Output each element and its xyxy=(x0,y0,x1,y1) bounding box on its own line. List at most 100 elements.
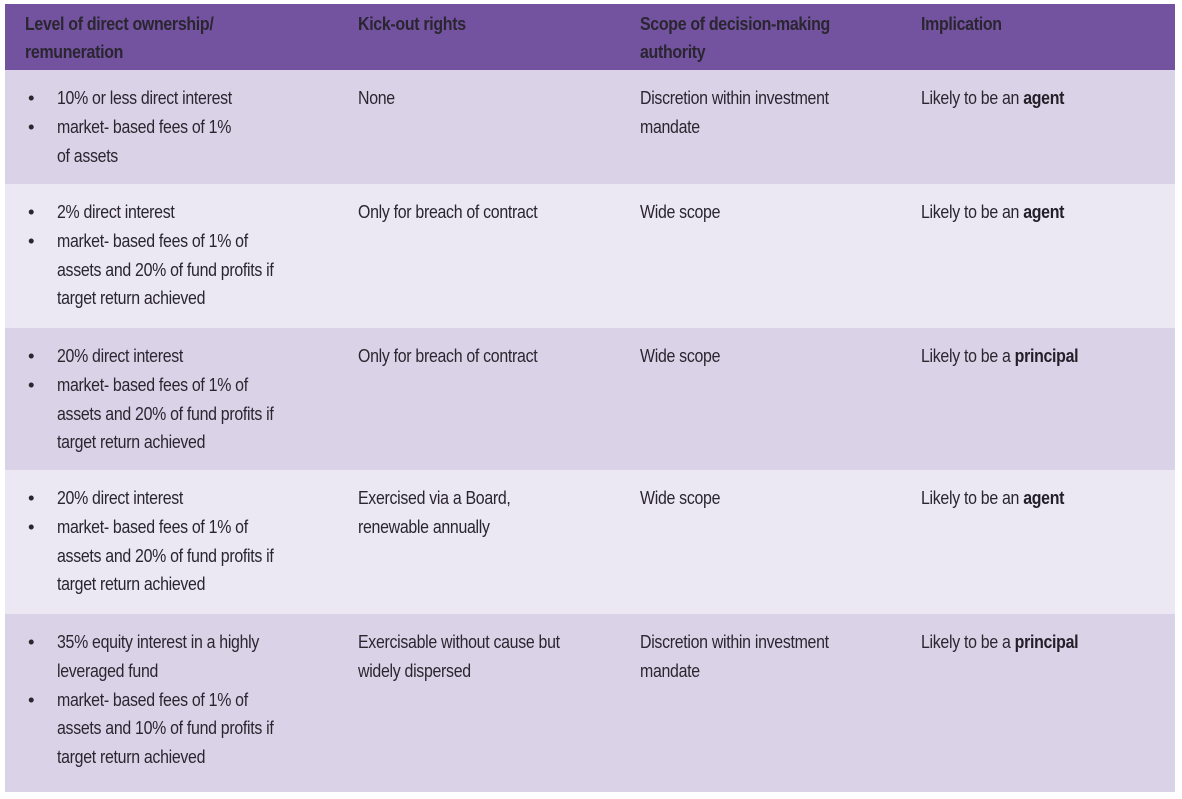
ownership-text-line: assets and 20% of fund profits if xyxy=(57,402,274,424)
cell-kick-out-rights: Only for breach of contract xyxy=(358,328,640,470)
kick-out-text-line: renewable annually xyxy=(358,515,490,537)
ownership-text-line: market- based fees of 1% of xyxy=(57,229,248,251)
ownership-text-line: 10% or less direct interest xyxy=(57,87,232,108)
cell-ownership: • 20% direct interest •market- based fees … xyxy=(5,470,358,614)
implication-prefix: Likely to be an xyxy=(921,487,1024,508)
table-row: •2% direct interest•market- based fees o… xyxy=(5,184,1175,328)
ownership-text-line: 35% equity interest in a highly xyxy=(57,631,260,652)
cell-kick-out-rights: Exercisable without cause but widely disp… xyxy=(358,614,640,792)
implication-role: agent xyxy=(1023,87,1065,108)
bullet-icon: • xyxy=(28,229,35,251)
implication-role: principal xyxy=(1014,345,1079,366)
bullet-icon: • xyxy=(28,688,35,710)
header-scope-line: Scope of decision-making xyxy=(640,13,830,34)
scope-text-line: Wide scope xyxy=(640,201,721,222)
ownership-bullet-list: •2% direct interest•market- based fees o… xyxy=(25,198,358,313)
implication-role: principal xyxy=(1014,631,1079,652)
table-header-row: Level of direct ownership/ remuneration … xyxy=(5,4,1175,70)
scope-text-line: mandate xyxy=(640,115,700,137)
principal-agent-table: Level of direct ownership/ remuneration … xyxy=(5,4,1175,792)
cell-implication: Likely to be a principal xyxy=(921,614,1175,792)
kick-out-text-line: Exercised via a Board, xyxy=(358,487,511,508)
bullet-icon: • xyxy=(28,115,35,137)
table-row: • 20% direct interest •market- based fees … xyxy=(5,470,1175,614)
cell-kick-out-rights: Exercised via a Board, renewable annually xyxy=(358,470,640,614)
implication-text: Likely to be a principal xyxy=(921,342,1139,371)
ownership-text-line: assets and 20% of fund profits if xyxy=(57,258,274,280)
kick-out-text-line: None xyxy=(358,87,395,108)
ownership-text-line: assets and 10% of fund profits if xyxy=(57,717,274,739)
cell-ownership: • 10% or less direct interest • market- bas… xyxy=(5,70,358,184)
implication-text: Likely to be an agent xyxy=(921,484,1139,513)
table-row: • 20% direct interest • market- based fees … xyxy=(5,328,1175,470)
ownership-text-line: target return achieved xyxy=(57,431,206,453)
kick-out-text-line: widely dispersed xyxy=(358,659,471,681)
cell-scope: Wide scope xyxy=(640,184,921,328)
bullet-icon: • xyxy=(28,487,35,508)
ownership-text-line: 20% direct interest xyxy=(57,487,184,508)
header-scope: Scope of decision-making authority xyxy=(640,4,921,70)
cell-implication: Likely to be an agent xyxy=(921,470,1175,614)
ownership-bullet-item: • market- based fees of 1% of assets and 2… xyxy=(25,371,357,457)
ownership-text-line: assets and 20% of fund profits if xyxy=(57,544,274,566)
bullet-icon: • xyxy=(28,345,35,366)
cell-ownership: •2% direct interest•market- based fees o… xyxy=(5,184,358,328)
header-kick-out: Kick-out rights xyxy=(358,4,640,70)
header-implication-line: Implication xyxy=(921,13,1002,34)
header-ownership-line: Level of direct ownership/ xyxy=(25,13,214,34)
bullet-icon: • xyxy=(28,201,35,222)
scope-text-line: Discretion within investment xyxy=(640,87,829,108)
bullet-icon: • xyxy=(28,631,35,652)
cell-scope: Wide scope xyxy=(640,328,921,470)
ownership-bullet-item: • 10% or less direct interest xyxy=(25,84,357,113)
ownership-text-line: target return achieved xyxy=(57,573,206,595)
implication-prefix: Likely to be an xyxy=(921,87,1024,108)
cell-kick-out-rights: None xyxy=(358,70,640,184)
header-ownership-line: remuneration xyxy=(25,41,124,62)
implication-text: Likely to be a principal xyxy=(921,628,1139,657)
bullet-icon: • xyxy=(28,87,35,108)
bullet-icon: • xyxy=(28,373,35,395)
header-implication: Implication xyxy=(921,4,1175,70)
ownership-bullet-item: • 20% direct interest xyxy=(25,342,357,371)
ownership-text-line: market- based fees of 1% xyxy=(57,115,232,137)
header-ownership: Level of direct ownership/ remuneration xyxy=(5,4,358,70)
table-row: • 10% or less direct interest • market- bas… xyxy=(5,70,1175,184)
cell-scope: Wide scope xyxy=(640,470,921,614)
scope-text-line: Wide scope xyxy=(640,345,721,366)
implication-prefix: Likely to be a xyxy=(921,345,1015,366)
implication-prefix: Likely to be an xyxy=(921,201,1024,222)
ownership-bullet-list: • 20% direct interest •market- based fees … xyxy=(25,484,358,599)
scope-text-line: Wide scope xyxy=(640,487,721,508)
implication-text: Likely to be an agent xyxy=(921,84,1139,113)
header-kick-out-line: Kick-out rights xyxy=(358,13,466,34)
ownership-bullet-list: • 10% or less direct interest • market- bas… xyxy=(25,84,358,170)
ownership-text-line: target return achieved xyxy=(57,287,206,309)
ownership-bullet-list: • 20% direct interest • market- based fees … xyxy=(25,342,358,457)
ownership-text-line: of assets xyxy=(57,144,118,166)
cell-implication: Likely to be an agent xyxy=(921,184,1175,328)
ownership-text-line: market- based fees of 1% of xyxy=(57,515,248,537)
cell-implication: Likely to be a principal xyxy=(921,328,1175,470)
ownership-bullet-item: • market- based fees of 1% of assets and 2… xyxy=(25,227,357,313)
ownership-text-line: target return achieved xyxy=(57,746,206,768)
implication-role: agent xyxy=(1023,201,1065,222)
ownership-bullet-item: • market- based fees of 1% of assets and 1… xyxy=(25,686,357,772)
kick-out-text-line: Exercisable without cause but xyxy=(358,631,560,652)
ownership-bullet-item: • 20% direct interest xyxy=(25,484,357,513)
ownership-bullet-item: • market- based fees of 1% of assets xyxy=(25,113,357,171)
ownership-text-line: 20% direct interest xyxy=(57,345,184,366)
scope-text-line: Discretion within investment xyxy=(640,631,829,652)
kick-out-text-line: Only for breach of contract xyxy=(358,345,538,366)
ownership-text-line: market- based fees of 1% of xyxy=(57,688,248,710)
ownership-text-line: market- based fees of 1% of xyxy=(57,373,248,395)
implication-text: Likely to be an agent xyxy=(921,198,1139,227)
cell-kick-out-rights: Only for breach of contract xyxy=(358,184,640,328)
kick-out-text-line: Only for breach of contract xyxy=(358,201,538,222)
